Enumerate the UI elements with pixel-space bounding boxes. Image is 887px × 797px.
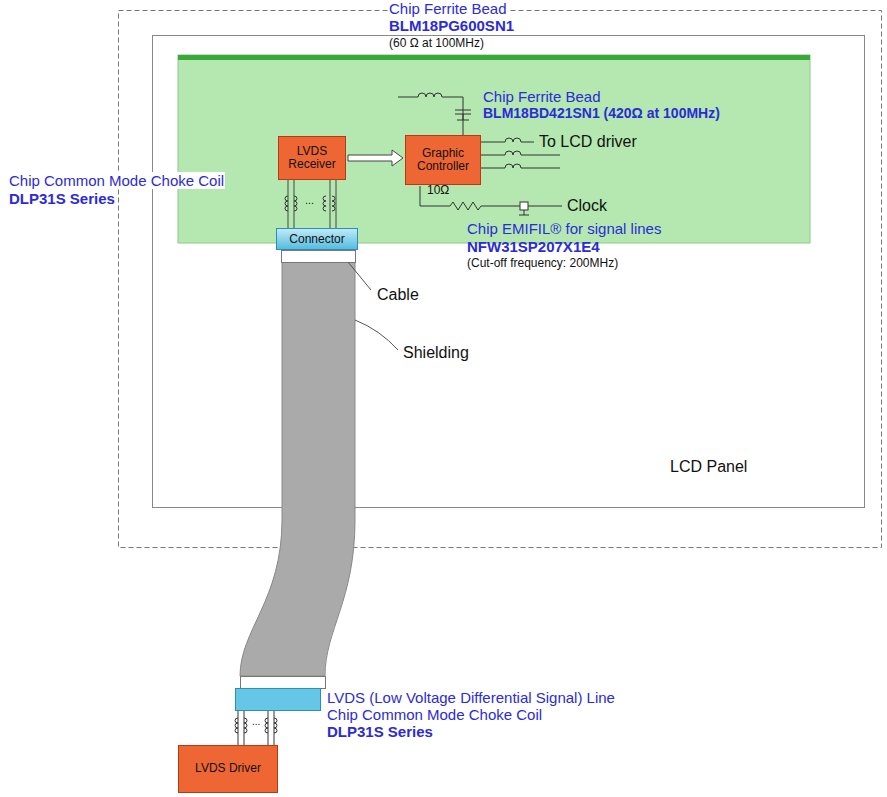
node-text: LVDS Driver — [195, 762, 261, 775]
signal-name: Clock — [566, 197, 608, 215]
part-label: Cable — [376, 286, 420, 304]
node-text: Graphic Controller — [408, 147, 478, 173]
part-number: BLM18PG600SN1 — [388, 17, 515, 34]
signal-wire — [477, 164, 560, 168]
cable-end — [282, 251, 356, 263]
driver-wires — [238, 711, 274, 745]
circuit-board — [178, 55, 810, 243]
part-number: BLM18BD421SN1 (420Ω at 100MHz) — [482, 105, 721, 121]
signal-pair — [288, 180, 336, 228]
signal-wire — [477, 138, 534, 142]
choke-coil-symbol — [265, 718, 268, 733]
cable-end — [241, 677, 326, 689]
part-label: Shielding — [402, 344, 470, 362]
shielded-cable — [240, 262, 355, 676]
choke-coil-symbol — [235, 718, 238, 733]
node-text: LVDS Receiver — [281, 145, 343, 171]
driver-chip: LVDS Driver — [178, 745, 278, 793]
part-spec: (Cut-off frequency: 200MHz) — [466, 257, 619, 271]
leader-line — [348, 262, 371, 290]
leader-line — [355, 320, 398, 350]
outer-dashed-frame — [119, 11, 882, 548]
receiver-chip: LVDS Receiver — [278, 136, 346, 180]
line-label: LVDS (Low Voltage Differential Signal) L… — [326, 689, 616, 706]
ellipsis: ... — [304, 194, 315, 207]
clock-wire — [519, 206, 562, 215]
choke-coil-symbol — [244, 718, 247, 733]
capacitor-symbol — [455, 110, 471, 120]
signal-name: To LCD driver — [538, 133, 638, 151]
part-spec: (60 Ω at 100MHz) — [388, 37, 485, 51]
resistor-value: 10Ω — [426, 184, 450, 198]
panel-outline — [153, 36, 865, 508]
part-label: Chip Common Mode Choke Coil — [326, 706, 543, 723]
emi-filter-symbol — [520, 202, 528, 210]
ellipsis: ... — [251, 716, 261, 728]
part-number: DLP31S Series — [8, 190, 116, 207]
part-label: Chip EMIFIL® for signal lines — [466, 220, 662, 237]
part-label: Chip Ferrite Bead — [388, 0, 508, 17]
choke-coil-symbol — [323, 196, 326, 211]
board-edge — [178, 55, 810, 60]
signal-wire — [477, 151, 560, 155]
controller-chip: Graphic Controller — [405, 135, 481, 185]
part-label: Chip Ferrite Bead — [482, 88, 602, 105]
power-wire — [398, 93, 463, 135]
cable-connector — [236, 689, 321, 711]
choke-coil-symbol — [274, 718, 277, 733]
part-label: Chip Common Mode Choke Coil — [8, 172, 225, 189]
node-text: Connector — [289, 232, 344, 246]
board-connector: Connector — [276, 228, 358, 250]
node-text: LCD Panel — [670, 458, 747, 476]
part-number: NFW31SP207X1E4 — [466, 238, 601, 255]
data-arrow — [348, 150, 403, 166]
choke-coil-symbol — [332, 196, 335, 211]
part-number: DLP31S Series — [326, 723, 434, 740]
